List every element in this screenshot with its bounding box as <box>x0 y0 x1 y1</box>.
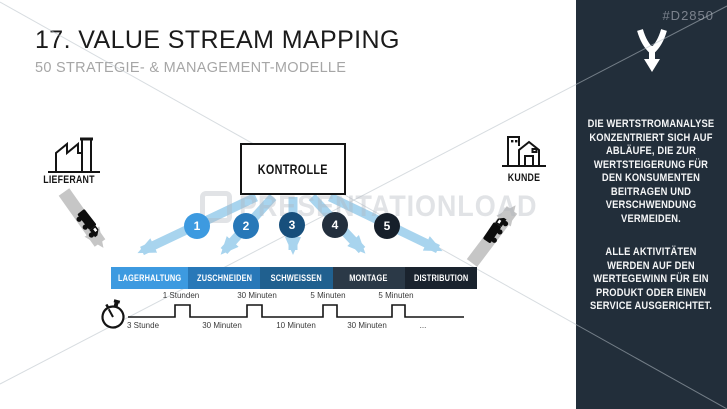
brand-logo-icon <box>637 29 667 72</box>
process-box-montage: MONTAGE <box>332 267 405 289</box>
slide-code: #D2850 <box>662 8 714 23</box>
customer-transport-arrow <box>466 205 518 267</box>
control-box: KONTROLLE <box>240 143 346 195</box>
sidebar: #D2850 DIE WERTSTROMANALYSE KONZENTRIERT… <box>576 0 727 409</box>
factory-icon <box>48 137 100 173</box>
process-row: LAGERHALTUNG ZUSCHNEIDEN SCHWEISSEN MONT… <box>111 267 477 289</box>
page-title: 17. VALUE STREAM MAPPING <box>35 26 400 54</box>
timeline-bottom-label-4: 30 Minuten <box>347 321 387 330</box>
process-box-lagerhaltung: LAGERHALTUNG <box>111 267 189 289</box>
customer-building-icon <box>502 136 546 167</box>
timeline-bottom-label-3: 10 Minuten <box>276 321 316 330</box>
page-subtitle: 50 STRATEGIE- & MANAGEMENT-MODELLE <box>35 60 347 76</box>
control-label: KONTROLLE <box>257 161 329 177</box>
step-circle-4: 4 <box>322 212 348 238</box>
sidebar-paragraph-1: DIE WERTSTROMANALYSE KONZENTRIERT SICH A… <box>587 118 715 225</box>
timeline-top-label-3: 5 Minuten <box>310 291 346 300</box>
timeline-bottom-label-1: 3 Stunde <box>126 321 160 330</box>
process-box-zuschneiden: ZUSCHNEIDEN <box>188 267 261 289</box>
supplier-transport-arrow <box>58 188 106 248</box>
sidebar-description: DIE WERTSTROMANALYSE KONZENTRIERT SICH A… <box>584 118 718 334</box>
stopwatch-icon <box>101 299 125 329</box>
sidebar-paragraph-2: ALLE AKTIVITÄTEN WERDEN AUF DEN WERTEGEW… <box>589 246 713 312</box>
timeline-bottom-label-2: 30 Minuten <box>202 321 242 330</box>
supplier-label: LIEFERANT <box>43 174 95 186</box>
step-circle-3: 3 <box>279 212 305 238</box>
timeline-top-label-1: 1 Stunden <box>162 291 200 300</box>
step-circle-2: 2 <box>233 213 259 239</box>
customer-label: KUNDE <box>507 172 541 184</box>
timeline-top-label-4: 5 Minuten <box>378 291 414 300</box>
timeline-bottom-label-5: ... <box>419 321 427 330</box>
process-box-distribution: DISTRIBUTION <box>404 267 477 289</box>
step-circle-5: 5 <box>374 213 400 239</box>
step-circle-1: 1 <box>184 213 210 239</box>
process-box-schweissen: SCHWEISSEN <box>260 267 333 289</box>
lead-time-ladder <box>101 299 464 329</box>
timeline-top-label-2: 30 Minuten <box>237 291 277 300</box>
